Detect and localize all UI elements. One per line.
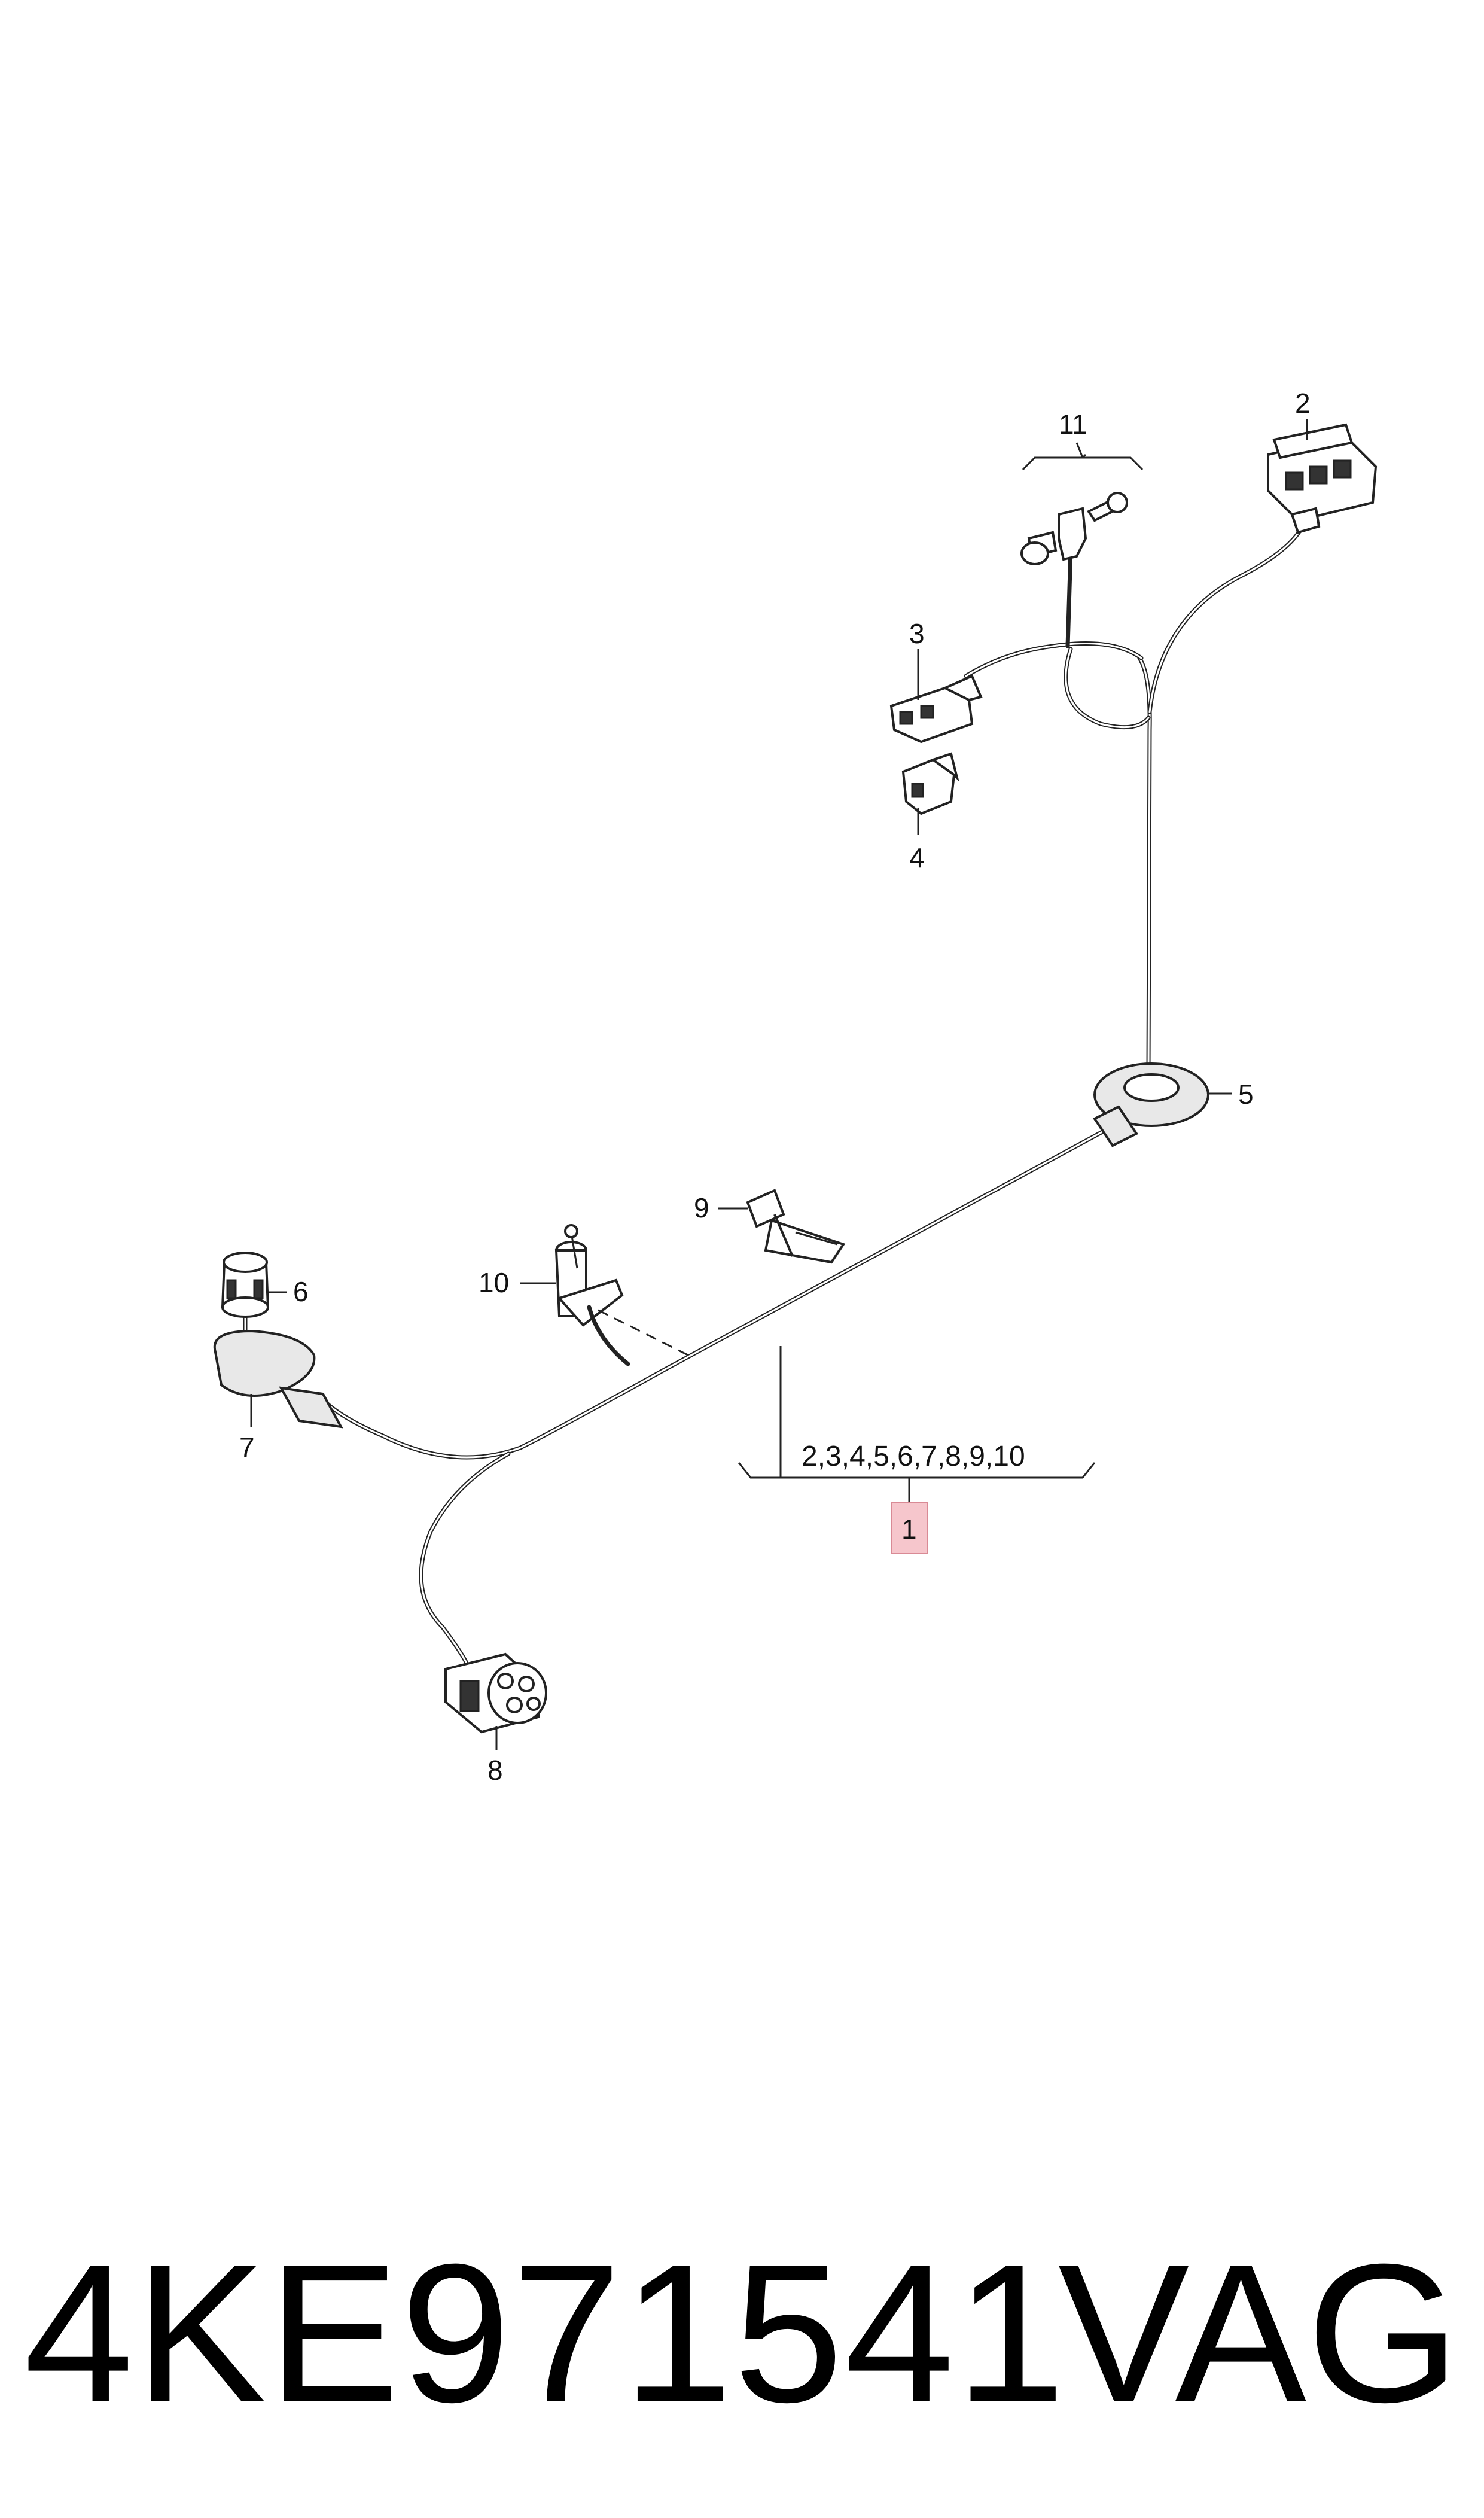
connector-6: [221, 1252, 270, 1318]
clip-4: [901, 752, 959, 815]
callout-labels: 2 11 3 4 5 9 10 6 7 8 2,3,4,5,6,7,8,9,10…: [239, 388, 1311, 1786]
callout-1-highlight: [891, 1502, 928, 1554]
callout-10: 10: [479, 1267, 509, 1298]
holder-10: [554, 1224, 630, 1366]
callout-9: 9: [694, 1192, 709, 1223]
grommet-7: [213, 1329, 343, 1429]
callout-5: 5: [1238, 1079, 1254, 1110]
callout-1: 1: [901, 1514, 917, 1545]
callout-6: 6: [293, 1276, 309, 1307]
callout-2: 2: [1295, 388, 1311, 419]
leader-lines: [250, 419, 1308, 1750]
connector-8: [444, 1652, 547, 1734]
connector-2: [1267, 423, 1378, 534]
group-parts-label: 2,3,4,5,6,7,8,9,10: [802, 1441, 1025, 1472]
callout-7: 7: [239, 1432, 255, 1463]
callout-3: 3: [909, 618, 925, 649]
bracket-11: [1020, 492, 1128, 565]
clip-9: [746, 1189, 846, 1264]
brand-name: VAG: [1058, 2222, 1460, 2443]
connector-3: [889, 674, 983, 744]
callout-4: 4: [909, 842, 925, 873]
grommet-5: [1093, 1062, 1209, 1147]
part-number: 4KE971541: [24, 2222, 1066, 2443]
callout-8: 8: [487, 1755, 503, 1786]
callout-11: 11: [1059, 409, 1087, 440]
